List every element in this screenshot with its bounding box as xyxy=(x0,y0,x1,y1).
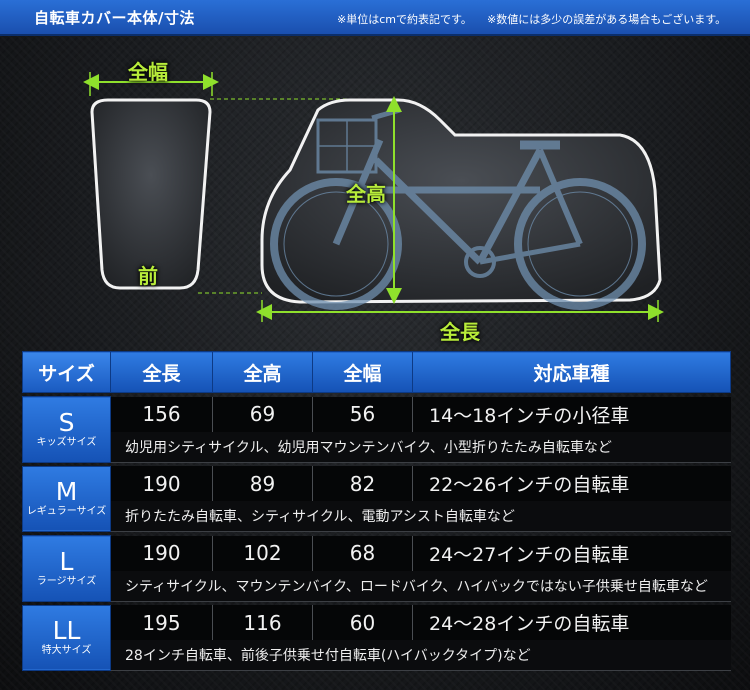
table-row: M レギュラーサイズ 190 89 82 22〜26インチの自転車 xyxy=(22,465,731,532)
height-value: 102 xyxy=(212,535,313,571)
dimension-diagram: 全幅 前 全高 全長 xyxy=(0,34,750,346)
header-width: 全幅 xyxy=(312,351,413,393)
front-label: 前 xyxy=(138,264,158,288)
width-label: 全幅 xyxy=(128,60,168,84)
table-row: LL 特大サイズ 195 116 60 24〜28インチの自転車 xyxy=(22,604,731,671)
compatible-bikes: 14〜18インチの小径車 xyxy=(412,396,731,432)
size-letter: M xyxy=(55,477,78,507)
size-spec-table: サイズ 全長 全高 全幅 対応車種 S キッズサイズ 156 69 56 14〜… xyxy=(22,351,731,671)
bike-examples: 折りたたみ自転車、シティサイクル、電動アシスト自転車など xyxy=(110,501,731,532)
compatible-bikes: 24〜27インチの自転車 xyxy=(412,535,731,571)
bike-examples: シティサイクル、マウンテンバイク、ロードバイク、ハイバックではない子供乗せ自転車… xyxy=(110,570,731,602)
cover-side-view xyxy=(260,98,662,304)
table-row: L ラージサイズ 190 102 68 24〜27インチの自転車 xyxy=(22,535,731,602)
size-name: ラージサイズ xyxy=(36,575,97,587)
size-name: 特大サイズ xyxy=(41,645,92,657)
table-row: S キッズサイズ 156 69 56 14〜18インチの小径車 xyxy=(22,396,731,463)
size-letter: L xyxy=(59,546,74,576)
bike-examples: 28インチ自転車、前後子供乗せ付自転車(ハイバックタイプ)など xyxy=(110,640,731,671)
table-desc-row: 28インチ自転車、前後子供乗せ付自転車(ハイバックタイプ)など xyxy=(23,640,731,671)
cover-front-view xyxy=(90,98,212,290)
size-letter: S xyxy=(58,407,75,437)
length-value: 156 xyxy=(110,396,213,432)
table-header-row: サイズ 全長 全高 全幅 対応車種 xyxy=(22,351,731,393)
table-desc-row: 幼児用シティサイクル、幼児用マウンテンバイク、小型折りたたみ自転車など xyxy=(23,431,731,463)
length-label: 全長 xyxy=(440,320,480,344)
width-value: 56 xyxy=(312,396,413,432)
header-height: 全高 xyxy=(212,351,313,393)
size-name: レギュラーサイズ xyxy=(26,506,107,518)
header-title: 自転車カバー本体/寸法 xyxy=(34,9,195,27)
size-cell: LL 特大サイズ xyxy=(22,604,111,671)
header-bar: 自転車カバー本体/寸法 ※単位はcmで約表記です。 ※数値には多少の誤差がある場… xyxy=(0,0,750,36)
length-value: 190 xyxy=(110,466,213,501)
header-length: 全長 xyxy=(110,351,213,393)
height-value: 89 xyxy=(212,466,313,501)
bike-examples: 幼児用シティサイクル、幼児用マウンテンバイク、小型折りたたみ自転車など xyxy=(110,431,731,463)
height-value: 116 xyxy=(212,605,313,640)
length-value: 190 xyxy=(110,535,213,571)
height-label: 全高 xyxy=(346,182,386,206)
compatible-bikes: 22〜26インチの自転車 xyxy=(412,466,731,501)
height-value: 69 xyxy=(212,396,313,432)
width-value: 82 xyxy=(312,466,413,501)
size-cell: M レギュラーサイズ xyxy=(22,465,111,532)
width-value: 60 xyxy=(312,605,413,640)
size-name: キッズサイズ xyxy=(36,436,97,448)
size-cell: S キッズサイズ xyxy=(22,396,111,463)
table-desc-row: シティサイクル、マウンテンバイク、ロードバイク、ハイバックではない子供乗せ自転車… xyxy=(23,570,731,602)
length-value: 195 xyxy=(110,605,213,640)
table-desc-row: 折りたたみ自転車、シティサイクル、電動アシスト自転車など xyxy=(23,501,731,532)
size-cell: L ラージサイズ xyxy=(22,535,111,602)
width-value: 68 xyxy=(312,535,413,571)
header-note-unit: ※単位はcmで約表記です。 xyxy=(337,13,472,26)
header-compatible-bikes: 対応車種 xyxy=(412,351,731,393)
compatible-bikes: 24〜28インチの自転車 xyxy=(412,605,731,640)
size-letter: LL xyxy=(52,616,81,646)
diagram-svg xyxy=(83,72,664,322)
header-note-error: ※数値には多少の誤差がある場合もございます。 xyxy=(487,13,727,26)
header-size: サイズ xyxy=(22,351,111,393)
